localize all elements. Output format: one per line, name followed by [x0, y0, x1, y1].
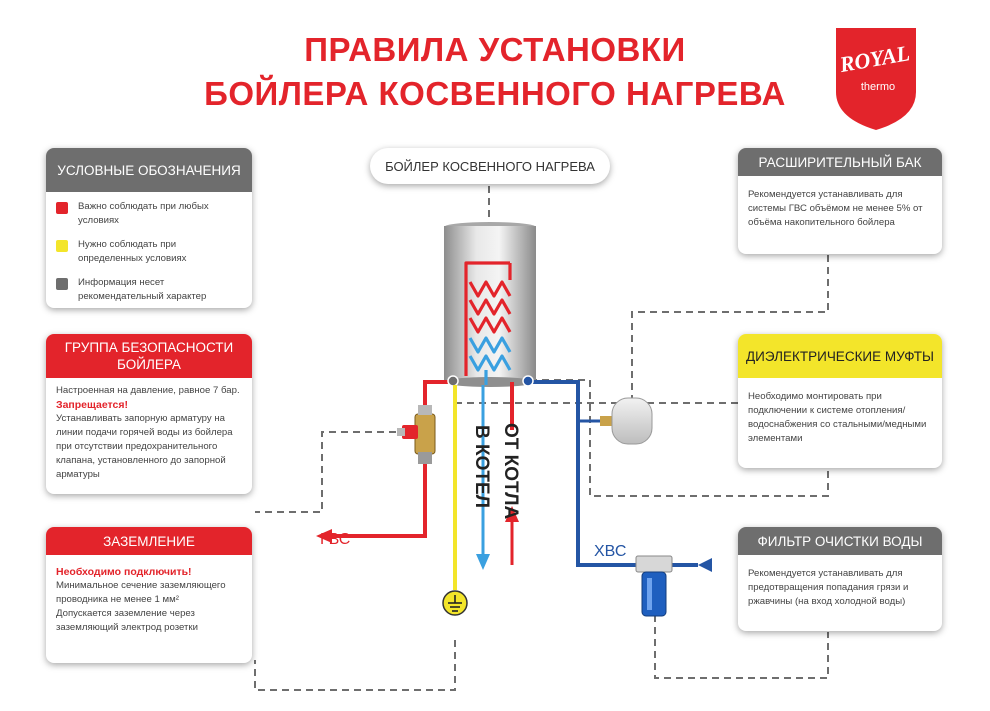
legend-title: УСЛОВНЫЕ ОБОЗНАЧЕНИЯ	[46, 148, 252, 192]
to-boiler-label: В КОТЕЛ	[471, 425, 492, 508]
title-line-1: ПРАВИЛА УСТАНОВКИ	[304, 31, 686, 68]
hvs-label: ХВС	[594, 543, 626, 560]
water-filter-icon	[635, 555, 673, 617]
ground-icon	[442, 590, 468, 616]
safety-group-card: ГРУППА БЕЗОПАСНОСТИ БОЙЛЕРА Настроенная …	[46, 334, 252, 494]
to-boiler-pipe	[476, 385, 490, 570]
expansion-tank-icon	[600, 397, 653, 445]
dielectric-title: ДИЭЛЕКТРИЧЕСКИЕ МУФТЫ	[738, 334, 942, 378]
dielectric-card: ДИЭЛЕКТРИЧЕСКИЕ МУФТЫ Необходимо монтиро…	[738, 334, 942, 468]
dielectric-text: Необходимо монтировать при подключении к…	[748, 391, 927, 444]
leader-filter	[654, 615, 829, 679]
legend-swatch-yellow	[56, 240, 68, 252]
legend-swatch-grey	[56, 278, 68, 290]
leader-safety	[255, 431, 420, 513]
expansion-tank-text: Рекомендуется устанавливать для системы …	[748, 189, 923, 228]
grounding-line2: Допускается заземление через заземляющий…	[56, 608, 198, 633]
legend-text-yellow: Нужно соблюдать при определенных условия…	[78, 239, 187, 264]
gvs-label: ГВС	[320, 531, 350, 548]
dielectric-coupling-left	[447, 375, 459, 387]
filter-text: Рекомендуется устанавливать для предотвр…	[748, 568, 909, 607]
legend-text-grey: Информация несет рекомендательный характ…	[78, 277, 207, 302]
safety-group-line1: Настроенная на давление, равное 7 бар.	[56, 385, 240, 396]
grounding-line1: Минимальное сечение заземляющего проводн…	[56, 580, 226, 605]
legend-item-grey: Информация несет рекомендательный характ…	[56, 276, 242, 304]
legend-text-red: Важно соблюдать при любых условиях	[78, 201, 209, 226]
royal-thermo-logo: ROYAL thermo	[836, 28, 916, 130]
gvs-arrow	[316, 529, 332, 543]
safety-group-line2: Устанавливать запорную арматуру на линии…	[56, 413, 233, 480]
dielectric-coupling-right	[522, 375, 534, 387]
hvs-arrow	[698, 558, 712, 572]
safety-group-title: ГРУППА БЕЗОПАСНОСТИ БОЙЛЕРА	[46, 334, 252, 378]
from-boiler-pipe	[505, 506, 519, 565]
safety-valve-icon	[397, 405, 436, 464]
legend-body: Важно соблюдать при любых условиях Нужно…	[46, 192, 252, 308]
grounding-body: Необходимо подключить! Минимальное сечен…	[46, 555, 252, 643]
safety-group-body: Настроенная на давление, равное 7 бар. З…	[46, 378, 252, 490]
title-line-2: БОЙЛЕРА КОСВЕННОГО НАГРЕВА	[204, 75, 786, 112]
filter-card: ФИЛЬТР ОЧИСТКИ ВОДЫ Рекомендуется устана…	[738, 527, 942, 631]
page-title: ПРАВИЛА УСТАНОВКИ БОЙЛЕРА КОСВЕННОГО НАГ…	[150, 28, 840, 116]
legend-swatch-red	[56, 202, 68, 214]
heating-coil	[464, 261, 512, 385]
legend-card: УСЛОВНЫЕ ОБОЗНАЧЕНИЯ Важно соблюдать при…	[46, 148, 252, 308]
legend-item-yellow: Нужно соблюдать при определенных условия…	[56, 238, 242, 266]
safety-group-warning: Запрещается!	[56, 399, 129, 411]
leader-expansion	[631, 255, 829, 398]
leader-ground	[254, 640, 456, 691]
grounding-warning: Необходимо подключить!	[56, 566, 192, 578]
legend-item-red: Важно соблюдать при любых условиях	[56, 200, 242, 228]
from-boiler-label: ОТ КОТЛА	[500, 423, 521, 520]
boiler-label: БОЙЛЕР КОСВЕННОГО НАГРЕВА	[370, 148, 610, 184]
filter-title: ФИЛЬТР ОЧИСТКИ ВОДЫ	[738, 527, 942, 555]
expansion-tank-title: РАСШИРИТЕЛЬНЫЙ БАК	[738, 148, 942, 176]
expansion-tank-card: РАСШИРИТЕЛЬНЫЙ БАК Рекомендуется устанав…	[738, 148, 942, 254]
grounding-title: ЗАЗЕМЛЕНИЕ	[46, 527, 252, 555]
grounding-card: ЗАЗЕМЛЕНИЕ Необходимо подключить! Минима…	[46, 527, 252, 663]
logo-sub: thermo	[861, 81, 895, 93]
